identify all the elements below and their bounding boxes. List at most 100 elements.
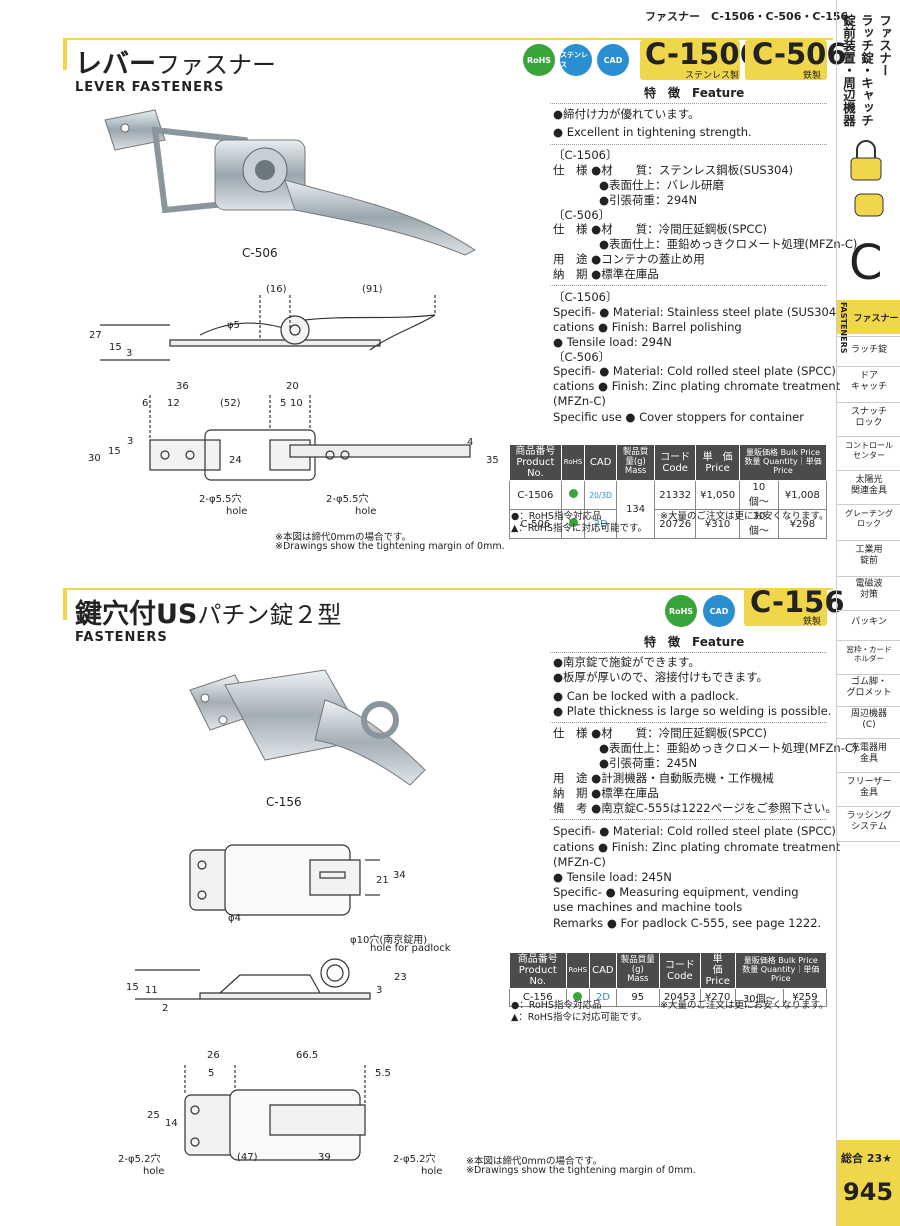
sidebar-item-solar[interactable]: 太陽光 関連金具 [837, 470, 900, 504]
sidebar-item-control-center[interactable]: コントロール センター [837, 436, 900, 470]
dim-12: 12 [167, 398, 180, 409]
rohs-badge: RoHS [523, 44, 555, 76]
table-row: C-1506 20/3D 134 21332 ¥1,050 10個〜 ¥1,00… [509, 480, 828, 539]
spec-line: 〔C-1506〕 [553, 148, 618, 162]
spec-en-line: (MFZn-C) [553, 855, 606, 869]
dim-21: 21 [376, 875, 389, 886]
th-bulk: 量販価格 Bulk Price 数量 Quantity｜単価 Price [739, 444, 827, 481]
sidebar-item-door-catch[interactable]: ドア キャッチ [837, 366, 900, 402]
section2-feature: ●南京錠で施錠ができます。 [553, 655, 700, 669]
th-product: 商品番号 Product No. [509, 952, 567, 989]
dim-15a: 15 [109, 342, 122, 353]
dim-23: 23 [394, 972, 407, 983]
code-c506: C-506 [752, 37, 847, 71]
dim-27: 27 [89, 330, 102, 341]
section2-feature: ● Plate thickness is large so welding is… [553, 704, 832, 718]
spec-line: ●表面仕上：亜鉛めっきクロメート処理(MFZn-C) [553, 237, 858, 251]
sidebar-item-peripheral[interactable]: 周辺機器 (C) [837, 706, 900, 738]
spec-en-line: (MFZn-C) [553, 394, 606, 408]
th-cad: CAD [584, 444, 617, 481]
table-row: C-156 2D 95 20453 ¥270 30個〜 ¥259 [509, 988, 828, 1007]
hole-label-1a: 2-φ5.5穴 [199, 494, 242, 505]
th-code: コード Code [654, 444, 697, 481]
section2-feature: ● Can be locked with a padlock. [553, 689, 739, 703]
spec-en-line: 〔C-506〕 [553, 350, 611, 364]
dim-35: 35 [486, 455, 499, 466]
sidebar-item-industrial-lock[interactable]: 工業用 錠前 [837, 540, 900, 576]
code-c1506-sub: ステンレス製 [685, 71, 740, 81]
section2-title-en: FASTENERS [75, 630, 168, 645]
spec-en-line: Specifi- ● Material: Cold rolled steel p… [553, 364, 836, 378]
sidebar-item-charger[interactable]: 充電器用 金具 [837, 738, 900, 772]
dim-10: 10 [290, 398, 303, 409]
dim-34: 34 [393, 870, 406, 881]
sidebar-item-rubber-feet[interactable]: ゴム脚・ グロメット [837, 674, 900, 706]
section1-title: レバーファスナー [75, 49, 276, 80]
sidebar-item-freezer[interactable]: フリーザー 金具 [837, 772, 900, 806]
legend-2a: ●：RoHS指令対応品 [511, 1000, 602, 1011]
rohs-dot [573, 991, 583, 1001]
spec-en-line: Specifi- ● Material: Cold rolled steel p… [553, 824, 836, 838]
dim-3a: 3 [126, 348, 133, 359]
spec-line: 仕 様 ●材 質：冷間圧延鋼板(SPCC) [553, 222, 767, 236]
spec-line: ●引張荷重：294N [553, 193, 698, 207]
total-index: 総合 23★ [841, 1152, 892, 1165]
sidebar-item-lashing[interactable]: ラッシング システム [837, 806, 900, 842]
lever-fastener-top-drawing [149, 395, 471, 481]
dim-6: 6 [142, 398, 149, 409]
dim-3b: 3 [127, 436, 134, 447]
hole-label-2b: 2-φ5.2穴 [393, 1154, 436, 1165]
table-row: C-506 2D 20726 ¥310 30個〜 ¥298 [509, 509, 828, 539]
product-table-1: 商品番号 Product No. RoHS CAD 製品質量(g) Mass コ… [509, 444, 828, 539]
padlock-hole-label: φ10穴(南京錠用) [350, 935, 428, 946]
sidebar-item-latch[interactable]: ラッチ錠 [837, 336, 900, 366]
padlock-fastener-photo [189, 669, 426, 786]
th-mass: 製品質量(g) Mass [615, 444, 656, 481]
legend-1b: ▲：RoHS指令に対応可能です。 [511, 523, 648, 534]
dim-3c: 3 [376, 985, 383, 996]
spec-en-line: use machines and machine tools [553, 900, 743, 914]
padlock-fastener-top-drawing [189, 844, 380, 916]
legend-1a: ●：RoHS指令対応品 [511, 511, 602, 522]
photo1-label: C-506 [242, 246, 278, 260]
padlock-icon [850, 140, 884, 217]
dim-15c: 15 [126, 982, 139, 993]
page-number: 945 [843, 1178, 894, 1206]
th-price: 単 価 Price [699, 952, 736, 989]
padlock-fastener-side-drawing [135, 958, 371, 1000]
hole-label-2a: 2-φ5.2穴 [118, 1154, 161, 1165]
spec-en-line: Specific use ● Cover stoppers for contai… [553, 410, 804, 424]
section2-title-block: 鍵穴付USパチン錠２型 FASTENERS [63, 588, 833, 648]
sidebar-fasteners-en: FASTENERS [839, 302, 848, 354]
spec-line: 納 期 ●標準在庫品 [553, 786, 659, 800]
sidebar-item-snatch-lock[interactable]: スナッチ ロック [837, 402, 900, 436]
th-product: 商品番号 Product No. [509, 444, 562, 481]
spec-en-line: cations ● Finish: Zinc plating chromate … [553, 379, 841, 393]
section1-feature: ● Excellent in tightening strength. [553, 125, 752, 139]
sidebar-item-fastener[interactable]: ファスナー [853, 314, 899, 324]
dim-2: 2 [162, 1003, 169, 1014]
code-box-c156 [744, 588, 827, 626]
spec-line: 仕 様 ●材 質：冷間圧延鋼板(SPCC) [553, 726, 767, 740]
dim-5-5: 5.5 [375, 1068, 391, 1079]
sidebar-item-emi[interactable]: 電磁波 対策 [837, 576, 900, 610]
spec-en-line: cations ● Finish: Zinc plating chromate … [553, 840, 841, 854]
sidebar-item-grating[interactable]: グレーチング ロック [837, 504, 900, 540]
padlock-hole-label-en: hole for padlock [370, 943, 451, 954]
rohs-dot [568, 518, 578, 527]
th-rohs: RoHS [565, 952, 591, 989]
spec-en-line: 〔C-1506〕 [553, 290, 618, 304]
cad-badge: CAD [597, 44, 629, 76]
dim-5b: 5 [208, 1068, 215, 1079]
dim-47: (47) [237, 1152, 258, 1163]
sidebar-title-2: ラッチ錠・キャッチ [859, 14, 874, 127]
legend-2b: ▲：RoHS指令に対応可能です。 [511, 1012, 648, 1023]
section1-feature: ●締付け力が優れています。 [553, 107, 700, 121]
spec-line: 用 途 ●コンテナの蓋止め用 [553, 252, 705, 266]
sidebar-item-packing[interactable]: パッキン [837, 610, 900, 640]
dim-20: 20 [286, 381, 299, 392]
sidebar-letter: C [849, 235, 883, 291]
sidebar-item-window-frame[interactable]: 窓枠・カード ホルダー [837, 640, 900, 674]
spec-line: 納 期 ●標準在庫品 [553, 267, 659, 281]
spec-en-line: Specific- ● Measuring equipment, vending [553, 885, 799, 899]
